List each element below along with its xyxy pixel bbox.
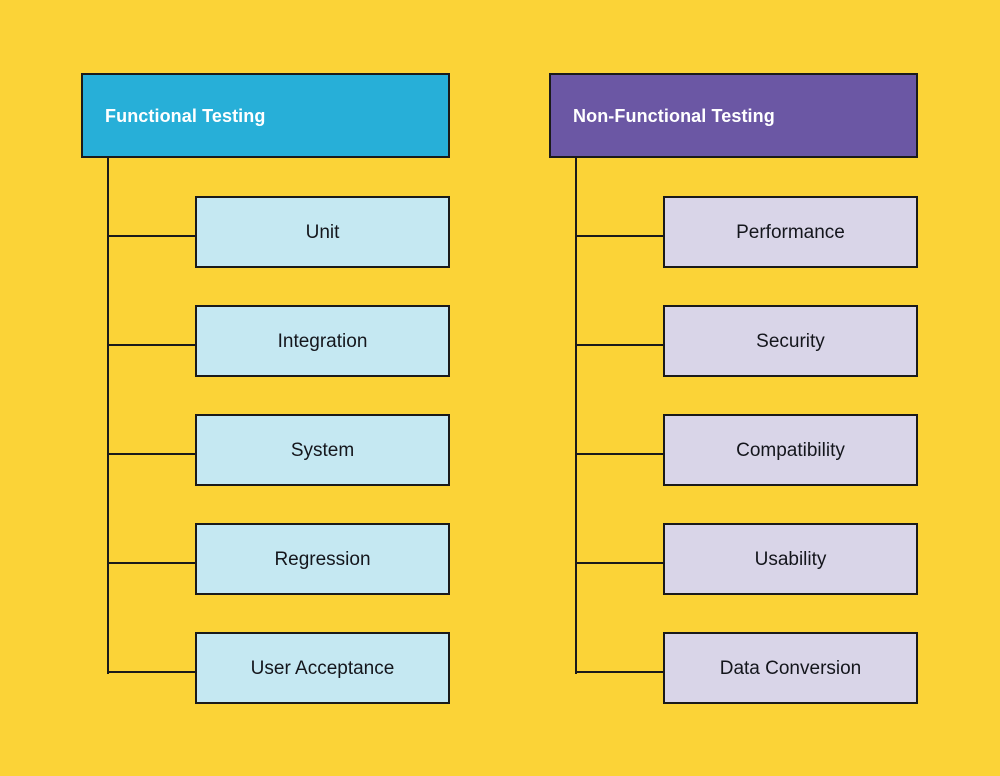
functional-leaf-user-acceptance[interactable]: User Acceptance: [195, 632, 450, 704]
non-functional-leaf-label-data-conversion: Data Conversion: [719, 657, 862, 679]
non-functional-leaf-security[interactable]: Security: [663, 305, 918, 377]
non-functional-leaf-data-conversion[interactable]: Data Conversion: [663, 632, 918, 704]
functional-leaf-label-unit: Unit: [305, 221, 340, 243]
non-functional-testing-header-node[interactable]: Non-Functional Testing: [549, 73, 918, 158]
non-functional-leaf-performance[interactable]: Performance: [663, 196, 918, 268]
non-functional-branch-line-compatibility: [575, 453, 665, 455]
non-functional-branch-line-security: [575, 344, 665, 346]
functional-leaf-label-integration: Integration: [277, 330, 368, 352]
functional-leaf-label-regression: Regression: [274, 548, 371, 570]
functional-trunk-line: [107, 158, 109, 674]
non-functional-trunk-line: [575, 158, 577, 674]
functional-leaf-system[interactable]: System: [195, 414, 450, 486]
non-functional-leaf-compatibility[interactable]: Compatibility: [663, 414, 918, 486]
functional-leaf-label-user-acceptance: User Acceptance: [250, 657, 395, 679]
non-functional-branch-line-performance: [575, 235, 665, 237]
functional-leaf-unit[interactable]: Unit: [195, 196, 450, 268]
non-functional-leaf-label-usability: Usability: [754, 548, 827, 570]
non-functional-branch-line-data-conversion: [575, 671, 665, 673]
functional-branch-line-unit: [107, 235, 197, 237]
functional-branch-line-regression: [107, 562, 197, 564]
functional-branch-line-user-acceptance: [107, 671, 197, 673]
functional-leaf-regression[interactable]: Regression: [195, 523, 450, 595]
non-functional-leaf-label-compatibility: Compatibility: [736, 439, 845, 461]
non-functional-leaf-usability[interactable]: Usability: [663, 523, 918, 595]
functional-testing-header-label: Functional Testing: [105, 105, 266, 126]
non-functional-leaf-label-security: Security: [756, 330, 825, 352]
non-functional-testing-header-label: Non-Functional Testing: [573, 105, 775, 126]
non-functional-branch-line-usability: [575, 562, 665, 564]
functional-leaf-integration[interactable]: Integration: [195, 305, 450, 377]
functional-branch-line-integration: [107, 344, 197, 346]
functional-branch-line-system: [107, 453, 197, 455]
functional-leaf-label-system: System: [290, 439, 355, 461]
functional-testing-header-node[interactable]: Functional Testing: [81, 73, 450, 158]
non-functional-leaf-label-performance: Performance: [736, 221, 845, 243]
